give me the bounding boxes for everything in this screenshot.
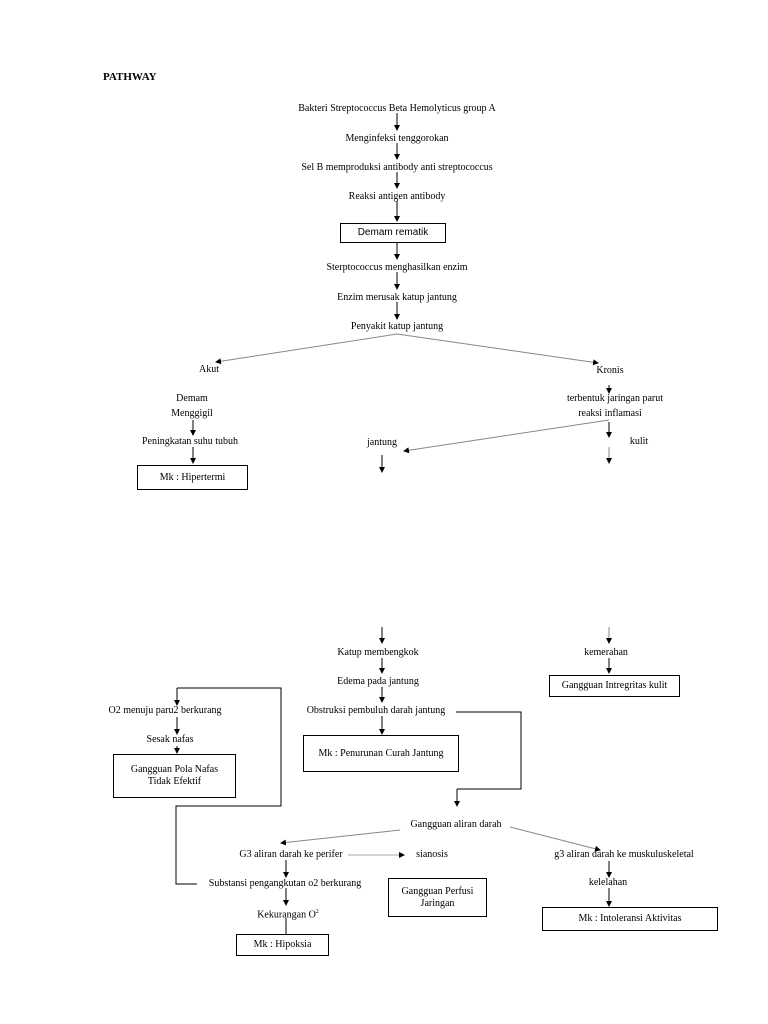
box-gangguan-pola-nafas: Gangguan Pola Nafas Tidak Efektif <box>113 754 236 798</box>
node-bakteri: Bakteri Streptococcus Beta Hemolyticus g… <box>298 103 496 114</box>
kekurangan-o2-text: Kekurangan O <box>257 909 316 921</box>
node-kemerahan: kemerahan <box>584 647 628 658</box>
node-reaksi-inflamasi: reaksi inflamasi <box>578 408 642 419</box>
box-gangguan-perfusi: Gangguan Perfusi Jaringan <box>388 878 487 917</box>
node-katup-membengkok: Katup membengkok <box>337 647 419 658</box>
node-kronis: Kronis <box>596 365 624 376</box>
box-demam-rematik: Demam rematik <box>340 223 446 243</box>
box-gangguan-perfusi-line1: Gangguan Perfusi <box>401 885 474 897</box>
node-sesak-nafas: Sesak nafas <box>146 734 194 745</box>
box-mk-hipoksia: Mk : Hipoksia <box>236 934 329 956</box>
node-g3-muskulus: g3 aliran darah ke muskuluskeletal <box>554 849 694 860</box>
node-o2-menuju: O2 menuju paru2 berkurang <box>108 705 222 716</box>
node-enzim-merusak: Enzim merusak katup jantung <box>337 292 457 303</box>
node-kelelahan: kelelahan <box>588 877 628 888</box>
node-edema: Edema pada jantung <box>337 676 419 687</box>
node-obstruksi: Obstruksi pembuluh darah jantung <box>306 705 446 716</box>
node-terbentuk-jaringan: terbentuk jaringan parut <box>566 393 664 404</box>
node-akut: Akut <box>199 364 219 375</box>
node-peningkatan-suhu: Peningkatan suhu tubuh <box>141 436 239 447</box>
page-title: PATHWAY <box>103 71 157 83</box>
node-kulit: kulit <box>629 436 649 447</box>
node-menggigil: Menggigil <box>171 408 213 419</box>
kekurangan-o2-sup: 2 <box>315 909 319 915</box>
node-sianosis: sianosis <box>416 849 448 860</box>
box-gangguan-pola-nafas-line2: Tidak Efektif <box>147 776 202 787</box>
box-mk-intoleransi: Mk : Intoleransi Aktivitas <box>542 907 718 931</box>
box-gangguan-perfusi-line2: Jaringan <box>420 897 455 909</box>
node-substansi: Substansi pengangkutan o2 berkurang <box>208 878 362 889</box>
node-g3-perifer: G3 aliran darah ke perifer <box>239 849 343 860</box>
node-demam: Demam <box>176 393 208 404</box>
box-gangguan-pola-nafas-line1: Gangguan Pola Nafas <box>130 764 219 775</box>
node-penyakit-katup: Penyakit katup jantung <box>350 321 444 332</box>
node-kekurangan-o2: Kekurangan O2 <box>257 906 319 921</box>
box-mk-hipertermi: Mk : Hipertermi <box>137 465 248 490</box>
box-mk-penurunan-curah: Mk : Penurunan Curah Jantung <box>303 735 459 772</box>
box-gangguan-integritas: Gangguan Intregritas kulit <box>549 675 680 697</box>
node-sterptococcus-enzim: Sterptococcus menghasilkan enzim <box>326 262 468 273</box>
node-jantung: jantung <box>367 437 397 448</box>
node-reaksi-antigen: Reaksi antigen antibody <box>348 191 446 202</box>
node-sel-b: Sel B memproduksi antibody anti streptoc… <box>301 162 493 173</box>
node-menginfeksi: Menginfeksi tenggorokan <box>345 133 449 144</box>
node-gangguan-aliran: Gangguan aliran darah <box>410 819 502 830</box>
